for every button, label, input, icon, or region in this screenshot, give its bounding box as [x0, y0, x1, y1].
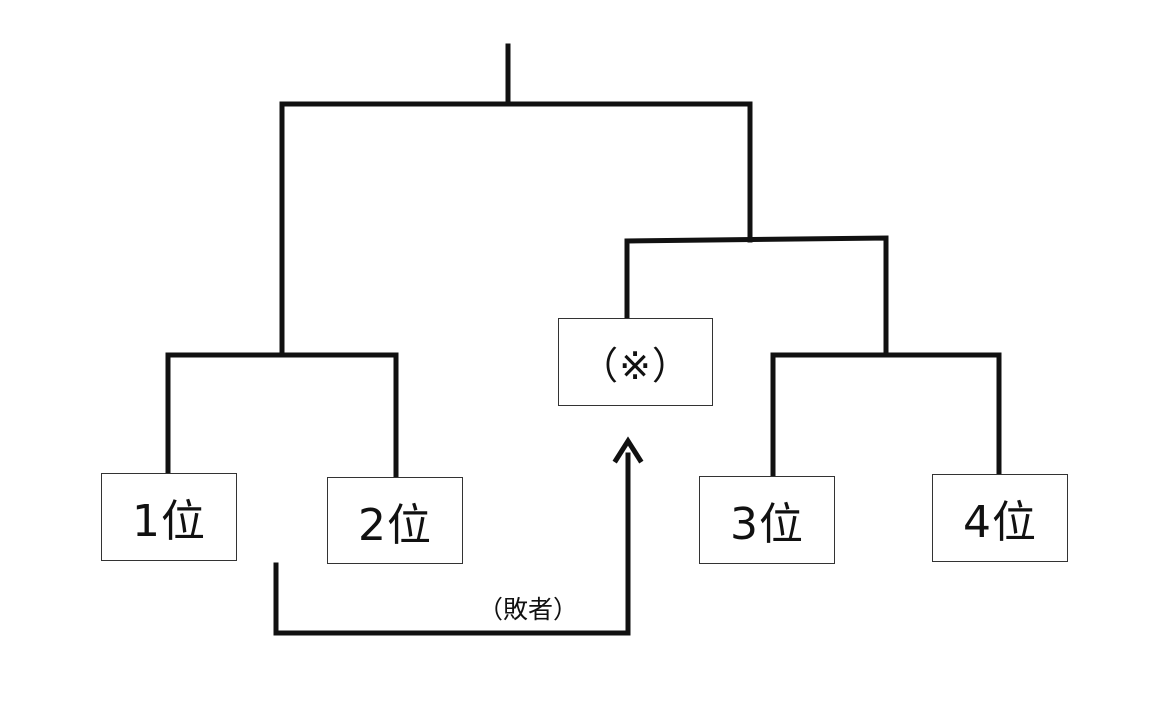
slot-rank-1: 1位: [101, 473, 237, 561]
slot-rank-3: 3位: [699, 476, 835, 564]
slot-rank-4: 4位: [932, 474, 1068, 562]
slot-rank-2-label: 2位: [358, 499, 432, 551]
slot-rank-4-label: 4位: [963, 497, 1037, 548]
slot-special-label: （※）: [580, 343, 691, 388]
loser-path: [273, 452, 631, 636]
right-pair-bracket: [770, 352, 1002, 477]
slot-rank-2: 2位: [327, 477, 463, 564]
slot-special: （※）: [558, 318, 713, 406]
semi-right-bracket: [624, 235, 889, 357]
final-bracket: [279, 101, 753, 358]
slot-rank-1-label: 1位: [132, 496, 206, 547]
left-pair-bracket: [165, 352, 399, 479]
loser-arrowhead: [612, 436, 644, 464]
slot-rank-3-label: 3位: [730, 499, 804, 550]
loser-label: （敗者）: [478, 595, 579, 624]
